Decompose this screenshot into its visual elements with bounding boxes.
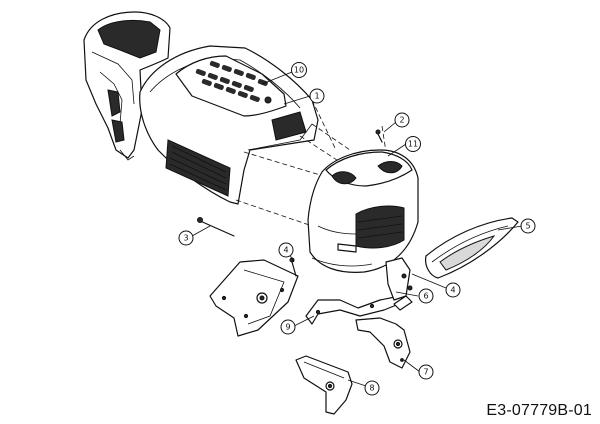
front-bumper-trim <box>425 217 519 279</box>
front-nose <box>307 149 419 273</box>
callout-11: 11 <box>405 136 421 152</box>
right-support-bracket <box>385 257 413 311</box>
hood-top-grille <box>175 55 287 117</box>
callout-8: 8 <box>364 380 380 396</box>
bracket-seven <box>355 317 411 369</box>
drawing-code: E3-07779B-01 <box>486 402 592 419</box>
assembly-lines <box>235 99 387 229</box>
svg-text:2: 2 <box>399 116 404 125</box>
connecting-bracket <box>305 295 405 325</box>
callout-10: 10 <box>291 62 307 78</box>
callout-9: 9 <box>280 319 296 335</box>
svg-text:3: 3 <box>183 234 188 243</box>
callout-3: 3 <box>178 230 194 246</box>
svg-text:6: 6 <box>423 292 428 301</box>
screw <box>375 129 383 143</box>
bracket-eight <box>295 355 353 415</box>
svg-text:9: 9 <box>285 323 290 332</box>
callout-6: 6 <box>418 288 434 304</box>
callout-7: 7 <box>418 364 434 380</box>
svg-text:5: 5 <box>525 222 530 231</box>
svg-text:4: 4 <box>450 286 455 295</box>
callout-1: 1 <box>309 88 325 104</box>
svg-text:11: 11 <box>408 140 418 149</box>
rear-support-frame <box>83 11 171 161</box>
callout-4a: 4 <box>278 242 294 258</box>
callout-4b: 4 <box>445 282 461 298</box>
mounting-bracket-left <box>209 259 299 337</box>
svg-text:7: 7 <box>423 368 428 377</box>
svg-text:10: 10 <box>294 66 304 75</box>
front-grille <box>355 205 405 249</box>
side-vent-grille <box>165 139 231 197</box>
svg-text:8: 8 <box>369 384 374 393</box>
callout-5: 5 <box>520 218 536 234</box>
callout-2: 2 <box>394 112 410 128</box>
hood-rod <box>197 217 235 237</box>
svg-text:1: 1 <box>314 92 319 101</box>
svg-text:4: 4 <box>283 246 288 255</box>
